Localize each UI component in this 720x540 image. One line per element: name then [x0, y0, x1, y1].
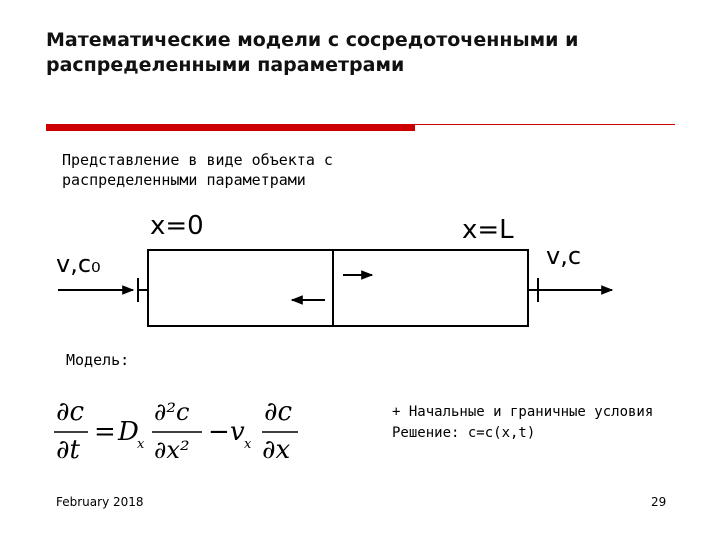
model-label: Модель:	[66, 351, 130, 369]
eq-minus: −	[208, 417, 230, 447]
eq-dx: ∂x	[262, 435, 290, 465]
pde-equation: ∂c ∂t = D x ∂²c ∂x² − v x ∂c ∂x	[54, 397, 298, 465]
eq-d2c: ∂²c	[154, 398, 189, 426]
label-xL: x=L	[462, 215, 514, 245]
eq-dc: ∂c	[56, 397, 84, 427]
label-x0: x=0	[150, 211, 204, 241]
conditions-note: + Начальные и граничные условия	[392, 404, 654, 420]
eq-v-sub: x	[244, 437, 252, 452]
title-divider-thick	[46, 124, 415, 131]
eq-D: D	[117, 417, 139, 447]
eq-dc-2: ∂c	[264, 397, 292, 427]
subtitle-line-1: Представление в виде объекта с	[62, 151, 333, 169]
inlet-label: v,c₀	[56, 250, 101, 278]
subtitle-line-2: распределенными параметрами	[62, 171, 306, 189]
subtitle: Представление в виде объекта с распредел…	[62, 150, 333, 190]
reactor-diagram: x=0 x=L v,c₀ v,c	[56, 211, 614, 327]
eq-D-sub: x	[137, 437, 145, 452]
outlet-label: v,c	[546, 242, 581, 270]
eq-dt: ∂t	[56, 435, 80, 465]
title-divider-thin	[415, 124, 675, 125]
eq-v: v	[230, 417, 245, 447]
eq-dx2: ∂x²	[154, 436, 190, 464]
tube-body	[147, 249, 529, 327]
footer-date: February 2018	[56, 495, 144, 509]
slide-title: Математические модели с сосредоточенными…	[46, 29, 579, 76]
page-number: 29	[651, 495, 667, 509]
eq-equals: =	[94, 417, 116, 447]
solution-note: Решение: c=c(x,t)	[392, 425, 536, 441]
